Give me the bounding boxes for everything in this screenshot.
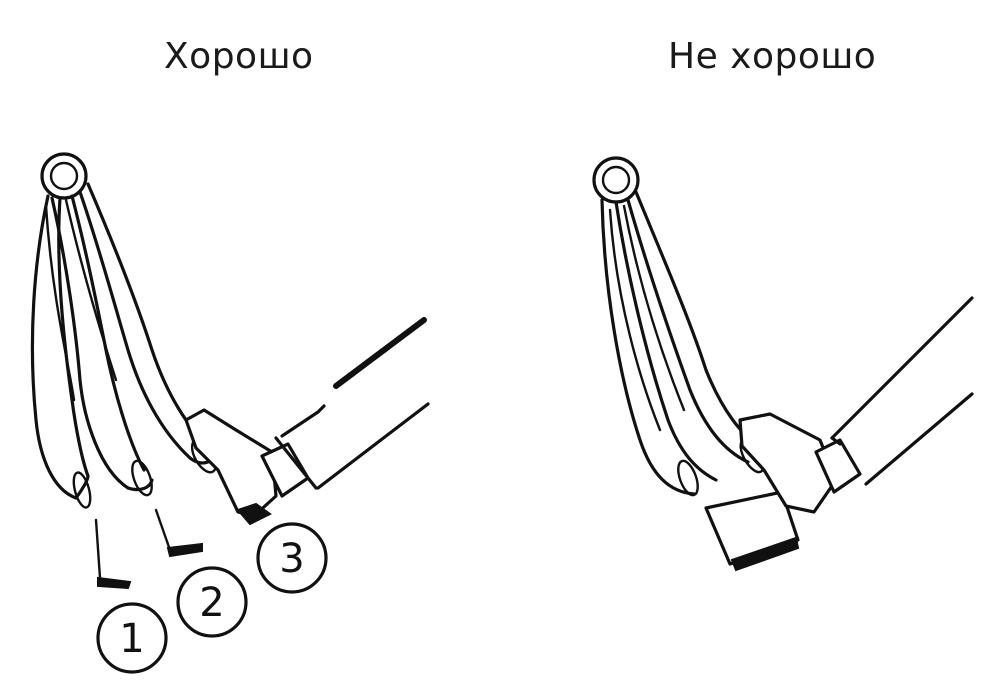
good-lifting-ring bbox=[40, 152, 88, 200]
bad-lifting-ring bbox=[592, 156, 640, 204]
bad-load-block bbox=[704, 412, 862, 572]
bad-pipe-shaft bbox=[830, 296, 974, 486]
good-panel-title: Хорошо bbox=[164, 36, 314, 77]
good-sling-strand bbox=[44, 204, 76, 402]
marker-3-label: 3 bbox=[279, 536, 304, 582]
good-sling-strand bbox=[64, 198, 118, 382]
good-sling-leg-2 bbox=[50, 194, 203, 558]
bad-panel-title: Не хорошо bbox=[668, 36, 877, 77]
bad-sling-legs bbox=[600, 190, 765, 497]
good-load-connector bbox=[184, 408, 318, 526]
good-pipe-shaft bbox=[280, 317, 430, 490]
bad-illustration bbox=[592, 156, 974, 572]
bad-lifting-ring-inner bbox=[601, 165, 631, 195]
marker-1-label: 1 bbox=[119, 616, 144, 662]
marker-2: 2 bbox=[176, 566, 248, 638]
marker-2-label: 2 bbox=[199, 580, 224, 626]
marker-1: 1 bbox=[96, 602, 168, 674]
marker-3: 3 bbox=[256, 522, 328, 594]
good-lifting-ring-inner bbox=[49, 161, 79, 191]
good-illustration: 1 2 3 bbox=[30, 152, 430, 674]
